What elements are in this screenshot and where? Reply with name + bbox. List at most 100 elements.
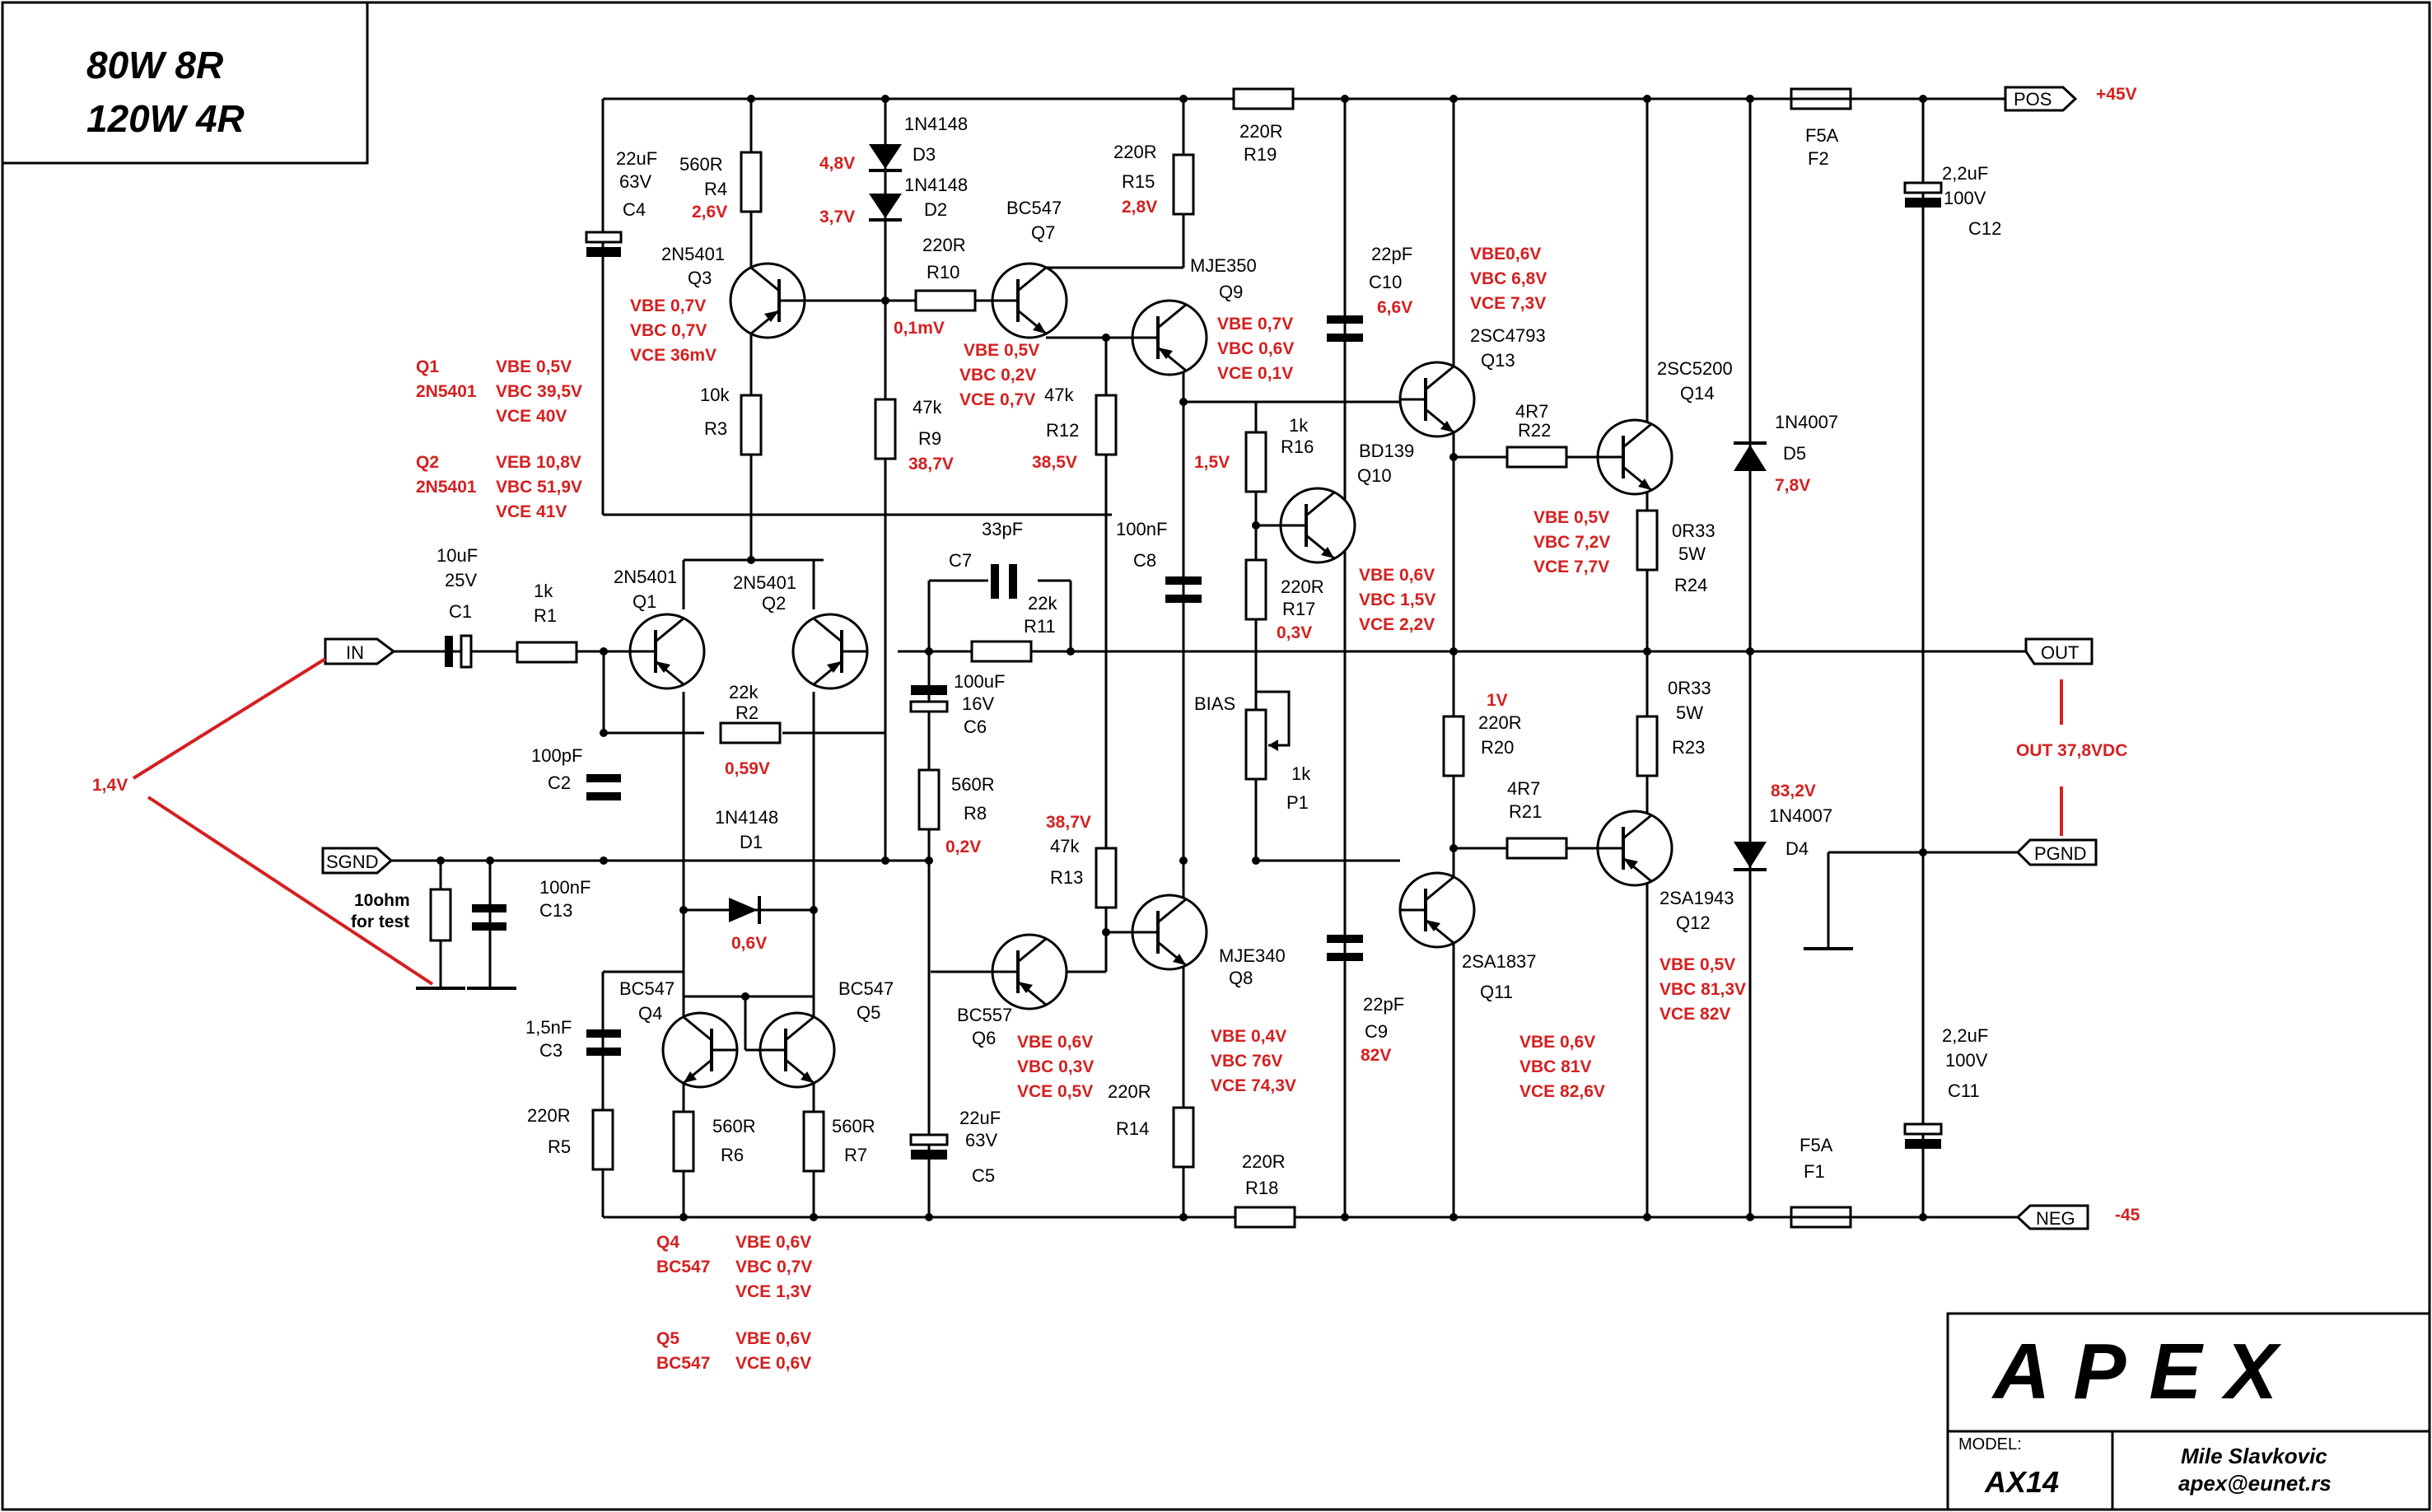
svg-text:0,2V: 0,2V [945,838,981,856]
transistor-q14 [1596,418,1673,496]
svg-text:R21: R21 [1509,801,1542,822]
transistor-q5 [759,1011,836,1089]
input-level-note: 1,4V [92,776,128,795]
svg-text:POS: POS [2014,89,2052,110]
svg-text:R24: R24 [1674,575,1707,595]
q8-type: MJE340 [1219,945,1286,966]
pos-rail-voltage: +45V [2096,85,2137,104]
q12-type: 2SA1943 [1659,888,1734,908]
port-pgnd[interactable]: PGND [2015,838,2098,866]
svg-text:VBE 0,6V: VBE 0,6V [1017,1033,1093,1052]
svg-text:38,7V: 38,7V [908,455,954,474]
svg-text:R12: R12 [1046,420,1079,441]
svg-text:VBE 0,6V: VBE 0,6V [735,1233,811,1252]
svg-text:100nF: 100nF [1116,519,1167,539]
svg-text:220R: 220R [1281,576,1324,597]
svg-text:6,6V: 6,6V [1377,298,1412,317]
brand-logo: APEX [1991,1328,2300,1416]
svg-text:VBE 0,5V: VBE 0,5V [1659,955,1735,974]
title-line-1: 80W 8R [86,44,223,86]
svg-text:D4: D4 [1785,838,1809,859]
transistor-q7 [991,262,1068,339]
svg-text:VBC 39,5V: VBC 39,5V [496,382,582,401]
svg-text:VBC 76V: VBC 76V [1211,1052,1283,1071]
svg-text:Q2: Q2 [416,453,439,472]
author-email: apex@eunet.rs [2178,1471,2332,1496]
svg-text:4R7: 4R7 [1515,401,1548,422]
svg-text:VBC 51,9V: VBC 51,9V [496,478,582,497]
transistor-q3 [729,262,806,339]
transistor-q1 [628,613,706,690]
svg-text:0,1mV: 0,1mV [894,319,945,338]
svg-text:0R33: 0R33 [1668,678,1711,698]
q8-name: Q8 [1229,968,1253,988]
svg-text:C6: C6 [964,716,987,737]
svg-text:D3: D3 [913,144,936,165]
svg-text:1N4148: 1N4148 [904,114,968,134]
port-out[interactable]: OUT [2024,637,2094,665]
svg-text:100V: 100V [1945,1050,1988,1071]
svg-text:83,2V: 83,2V [1771,782,1816,800]
svg-text:R20: R20 [1481,737,1514,758]
svg-text:4,8V: 4,8V [819,154,855,173]
svg-text:C3: C3 [539,1040,562,1061]
svg-text:C2: C2 [548,772,571,793]
svg-text:C1: C1 [449,601,472,622]
svg-text:VCE 0,1V: VCE 0,1V [1217,364,1293,383]
port-neg[interactable]: NEG [2015,1204,2089,1230]
q7-type: BC547 [1006,198,1062,218]
q10-name: Q10 [1357,465,1392,486]
svg-text:22pF: 22pF [1363,994,1404,1015]
svg-text:22k: 22k [729,682,759,702]
svg-text:38,7V: 38,7V [1046,813,1091,832]
port-in[interactable]: IN [324,637,396,665]
port-sgnd[interactable]: SGND [321,847,394,875]
svg-text:R3: R3 [704,418,727,439]
svg-text:100nF: 100nF [539,877,590,898]
q14-type: 2SC5200 [1657,358,1733,379]
svg-text:Q1: Q1 [416,357,439,376]
svg-text:220R: 220R [922,235,966,255]
svg-text:VCE 1,3V: VCE 1,3V [735,1282,811,1301]
svg-text:100V: 100V [1944,188,1986,208]
transistor-q12 [1596,810,1673,887]
port-pos[interactable]: POS [2004,86,2078,112]
svg-text:220R: 220R [1113,142,1157,162]
svg-text:VBC 0,7V: VBC 0,7V [735,1258,812,1276]
svg-text:VCE 0,5V: VCE 0,5V [1017,1082,1093,1101]
q3-type: 2N5401 [661,244,725,264]
q11-name: Q11 [1480,982,1513,1002]
svg-text:NEG: NEG [2036,1208,2075,1229]
q11-type: 2SA1837 [1462,951,1537,972]
svg-text:1N4148: 1N4148 [715,807,778,828]
q4-type: BC547 [619,978,675,999]
svg-text:63V: 63V [619,171,651,192]
svg-text:C13: C13 [539,900,572,921]
svg-text:1,5V: 1,5V [1194,453,1230,472]
svg-text:VCE 74,3V: VCE 74,3V [1211,1076,1296,1095]
svg-text:VBC 1,5V: VBC 1,5V [1359,590,1435,609]
svg-text:R8: R8 [964,803,987,824]
transistor-q10 [1279,487,1356,564]
